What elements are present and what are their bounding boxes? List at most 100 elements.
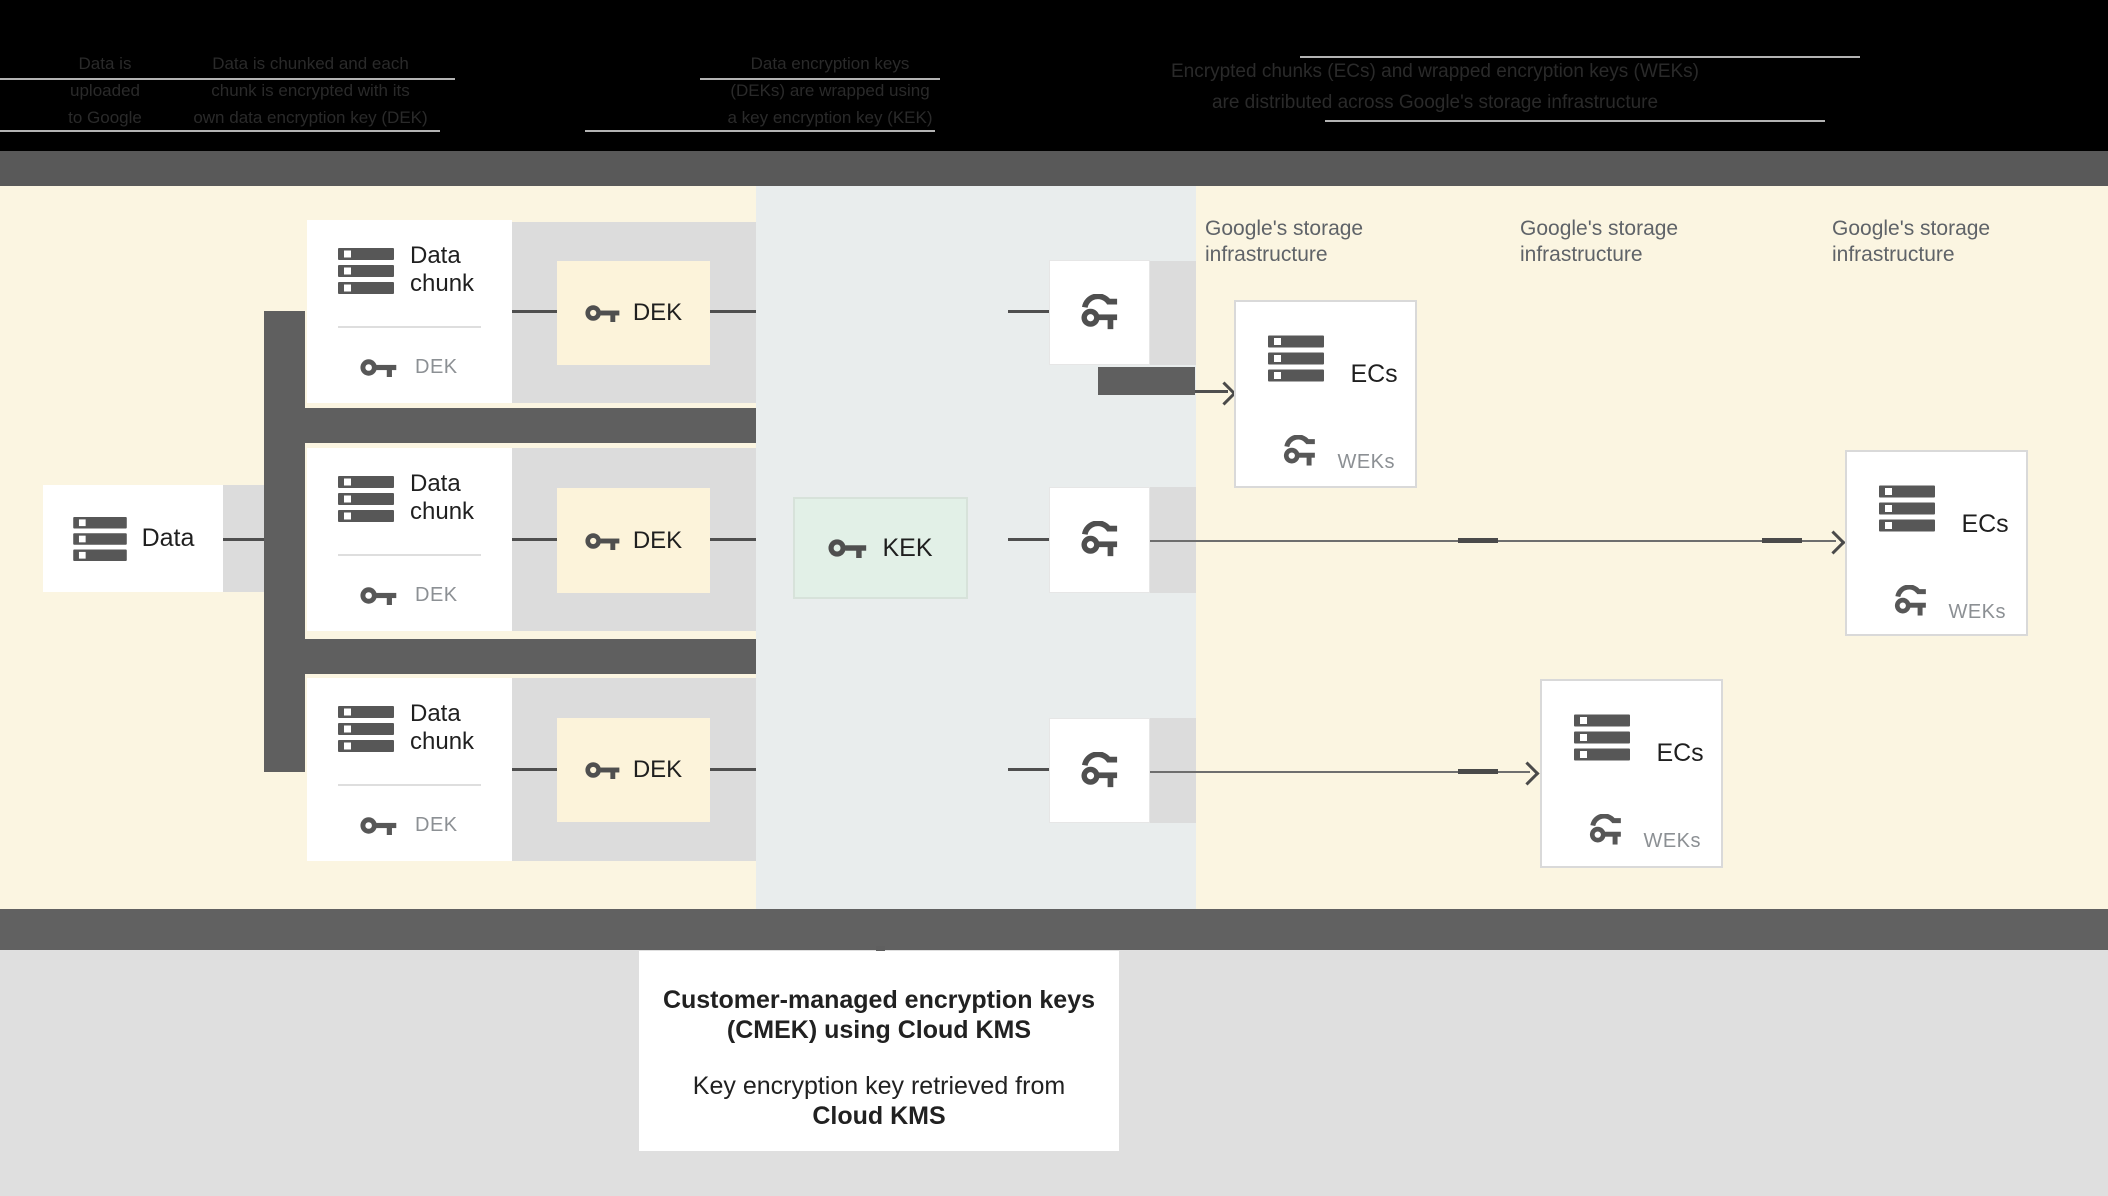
card-divider — [338, 554, 481, 556]
caption-title-line2: (CMEK) using Cloud KMS — [726, 1016, 1032, 1044]
header-caption-3-line3: a key encryption key (KEK) — [727, 108, 933, 127]
header-caption-1: Data is uploaded to Google — [40, 50, 170, 131]
storage-infra-label-1-line2: infrastructure — [1205, 243, 1328, 266]
wrapped-key-icon — [1589, 813, 1621, 845]
key-icon — [360, 358, 397, 377]
chunk-icon-row: Data chunk — [338, 242, 500, 298]
connector-data-trunk — [223, 538, 264, 541]
connector-r2-kek-key — [1008, 538, 1049, 541]
ecs-key-label: WEKs — [1948, 601, 2007, 623]
data-card: Data — [43, 485, 223, 592]
storage-infra-label-1-line1: Google's storage — [1205, 217, 1364, 240]
chunk-card-title: Data chunk — [410, 700, 475, 755]
dek-box-2: DEK — [557, 488, 710, 593]
data-table-icon — [1268, 335, 1324, 382]
arrow-dash-r2a — [1458, 538, 1498, 543]
ecs-card-title: ECs — [1656, 739, 1704, 767]
chunk-key-row: DEK — [360, 354, 458, 380]
ecs-card-3: ECs WEKs — [1540, 679, 1723, 868]
ecs-key-row: WEKs — [1891, 584, 2007, 624]
header-artifact-line — [1325, 120, 1825, 122]
chunk-card-title: Data chunk — [410, 470, 475, 525]
arrow-shaft-r3 — [1150, 771, 1530, 773]
data-chunk-card-3: Data chunk DEK — [307, 678, 512, 861]
connector-r2-card-dek — [512, 538, 557, 541]
storage-infra-label-2-line2: infrastructure — [1520, 243, 1643, 266]
chunk-branch-band-2 — [264, 639, 756, 674]
header-bar — [0, 0, 2108, 151]
dek-box-label: DEK — [632, 756, 683, 783]
wrapped-key-icon — [1080, 751, 1117, 787]
storage-infra-label-3-line1: Google's storage — [1832, 217, 1991, 240]
connector-r3-zone-key — [1008, 768, 1049, 771]
ecs-card-title: ECs — [1350, 360, 1398, 388]
ecs-key-label: WEKs — [1337, 451, 1396, 473]
header-artifact-line — [1300, 56, 1860, 58]
storage-infra-label-2: Google's storage infrastructure — [1520, 216, 1678, 268]
data-table-icon — [72, 516, 127, 561]
arrow-shaft-r1 — [1195, 390, 1228, 393]
header-artifact-line — [700, 78, 940, 80]
header-caption-4-line1: Encrypted chunks (ECs) and wrapped encry… — [1171, 61, 1699, 82]
header-caption-1-line2: uploaded — [70, 81, 140, 100]
ecs-key-row: WEKs — [1280, 434, 1396, 474]
wrapped-key-icon — [1283, 434, 1315, 466]
arrow-dash-r3 — [1458, 769, 1498, 774]
chunk-icon-row: Data chunk — [338, 700, 500, 756]
header-caption-3-line2: (DEKs) are wrapped using — [730, 81, 930, 100]
header-gray-strip — [0, 151, 2108, 186]
caption-body-line2: Cloud KMS — [812, 1102, 946, 1130]
wrapped-key-icon — [1080, 293, 1117, 329]
header-caption-2-line1: Data is chunked and each — [212, 54, 409, 73]
caption-title-line1: Customer-managed encryption keys — [662, 986, 1096, 1014]
header-caption-3-line1: Data encryption keys — [750, 54, 910, 73]
wrapped-key-node-3 — [1049, 718, 1150, 823]
ecs-card-1: ECs WEKs — [1234, 300, 1417, 488]
data-table-icon — [338, 706, 394, 752]
wrapped-key-node-2 — [1049, 487, 1150, 593]
data-table-icon — [338, 476, 394, 522]
caption-body-line1: Key encryption key retrieved from — [692, 1072, 1066, 1100]
storage-infra-label-3-line2: infrastructure — [1832, 243, 1955, 266]
connector-r3-card-dek — [512, 768, 557, 771]
key-icon — [585, 532, 620, 550]
thick-flow-bar-r1 — [1098, 367, 1195, 395]
header-caption-1-line1: Data is — [78, 54, 132, 73]
data-chunk-card-1: Data chunk DEK — [307, 220, 512, 403]
ecs-key-row: WEKs — [1586, 813, 1702, 853]
chunk-card-title: Data chunk — [410, 242, 475, 297]
header-artifact-line — [0, 78, 455, 80]
header-caption-1-line3: to Google — [68, 108, 142, 127]
header-caption-3: Data encryption keys (DEKs) are wrapped … — [705, 50, 955, 131]
header-caption-2: Data is chunked and each chunk is encryp… — [168, 50, 453, 131]
connector-r1-card-dek — [512, 310, 557, 313]
chunk-key-label: DEK — [415, 813, 458, 836]
ecs-icon-row: ECs — [1574, 714, 1704, 768]
connector-r1-zone-key — [1008, 310, 1049, 313]
dek-box-label: DEK — [632, 526, 683, 554]
caption-connector-notch — [876, 946, 885, 954]
connector-r1-dek-zone — [710, 310, 756, 313]
header-caption-4: Encrypted chunks (ECs) and wrapped encry… — [1135, 56, 1735, 118]
connector-r2-dek-kek — [710, 538, 756, 541]
chunk-key-row: DEK — [360, 582, 458, 608]
chunk-key-label: DEK — [415, 355, 458, 378]
key-icon — [585, 305, 620, 322]
ecs-key-label: WEKs — [1643, 830, 1702, 852]
header-artifact-line — [585, 130, 935, 132]
data-chunk-card-2: Data chunk DEK — [307, 448, 512, 631]
kek-box-label: KEK — [882, 533, 933, 562]
chunk-trunk-bar — [264, 311, 305, 772]
key-icon — [828, 539, 867, 558]
wrapped-key-node-1 — [1049, 260, 1150, 365]
card-divider — [338, 784, 481, 786]
header-caption-2-line2: chunk is encrypted with its — [211, 81, 410, 100]
header-caption-2-line3: own data encryption key (DEK) — [193, 108, 428, 127]
storage-infra-label-3: Google's storage infrastructure — [1832, 216, 1990, 268]
chunk-key-row: DEK — [360, 812, 458, 838]
kek-box: KEK — [793, 497, 968, 599]
data-table-icon — [1574, 714, 1630, 761]
dek-box-3: DEK — [557, 718, 710, 822]
ecs-icon-row: ECs — [1879, 485, 2009, 539]
